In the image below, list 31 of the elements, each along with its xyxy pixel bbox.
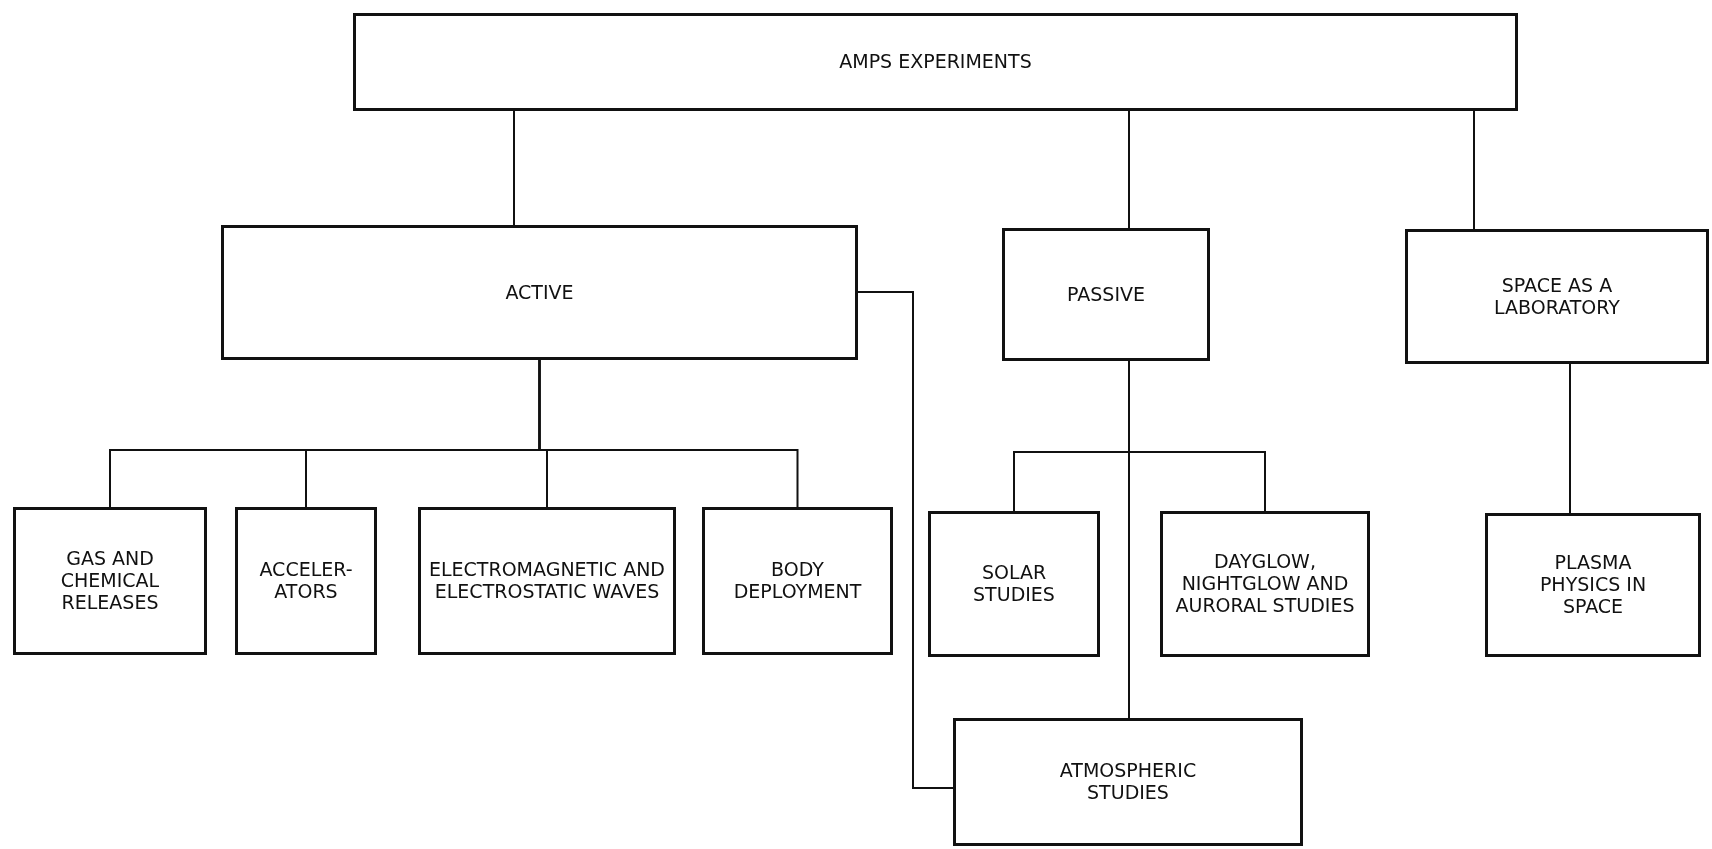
category-label: ACCELER- ATORS: [258, 559, 354, 603]
category-label: AMPS EXPERIMENTS: [839, 51, 1032, 73]
connector-line: [1473, 110, 1475, 230]
category-box: [1405, 229, 1709, 364]
connector-line: [1128, 360, 1130, 719]
category-label: PASSIVE: [1067, 283, 1145, 306]
category-box: [702, 507, 893, 655]
connector-line: [1569, 363, 1571, 514]
category-box: [1002, 228, 1210, 361]
category-label: ACTIVE: [505, 281, 574, 304]
category-label: SOLAR STUDIES: [972, 562, 1056, 606]
category-box: [953, 718, 1303, 846]
category-label: SPACE AS A LABORATORY: [1493, 274, 1621, 319]
category-box: [221, 225, 858, 360]
category-box: [1160, 511, 1370, 657]
category-box: [235, 507, 377, 655]
category-label: GAS AND CHEMICAL RELEASES: [59, 548, 161, 614]
connector-line: [1128, 110, 1130, 229]
category-box: [928, 511, 1100, 657]
category-label: ELECTROMAGNETIC AND ELECTROSTATIC WAVES: [428, 559, 666, 603]
connector-line: [538, 359, 799, 508]
category-box: [418, 507, 676, 655]
connector-line: [513, 110, 515, 226]
category-label: PLASMA PHYSICS IN SPACE: [1538, 552, 1648, 618]
category-box: [13, 507, 207, 655]
category-label: ATMOSPHERIC STUDIES: [1058, 760, 1198, 804]
category-label: BODY DEPLOYMENT: [732, 559, 863, 603]
category-box: [353, 13, 1518, 111]
connector-line: [857, 291, 954, 789]
category-box: [1485, 513, 1701, 657]
category-label: DAYGLOW, NIGHTGLOW AND AURORAL STUDIES: [1174, 551, 1356, 617]
